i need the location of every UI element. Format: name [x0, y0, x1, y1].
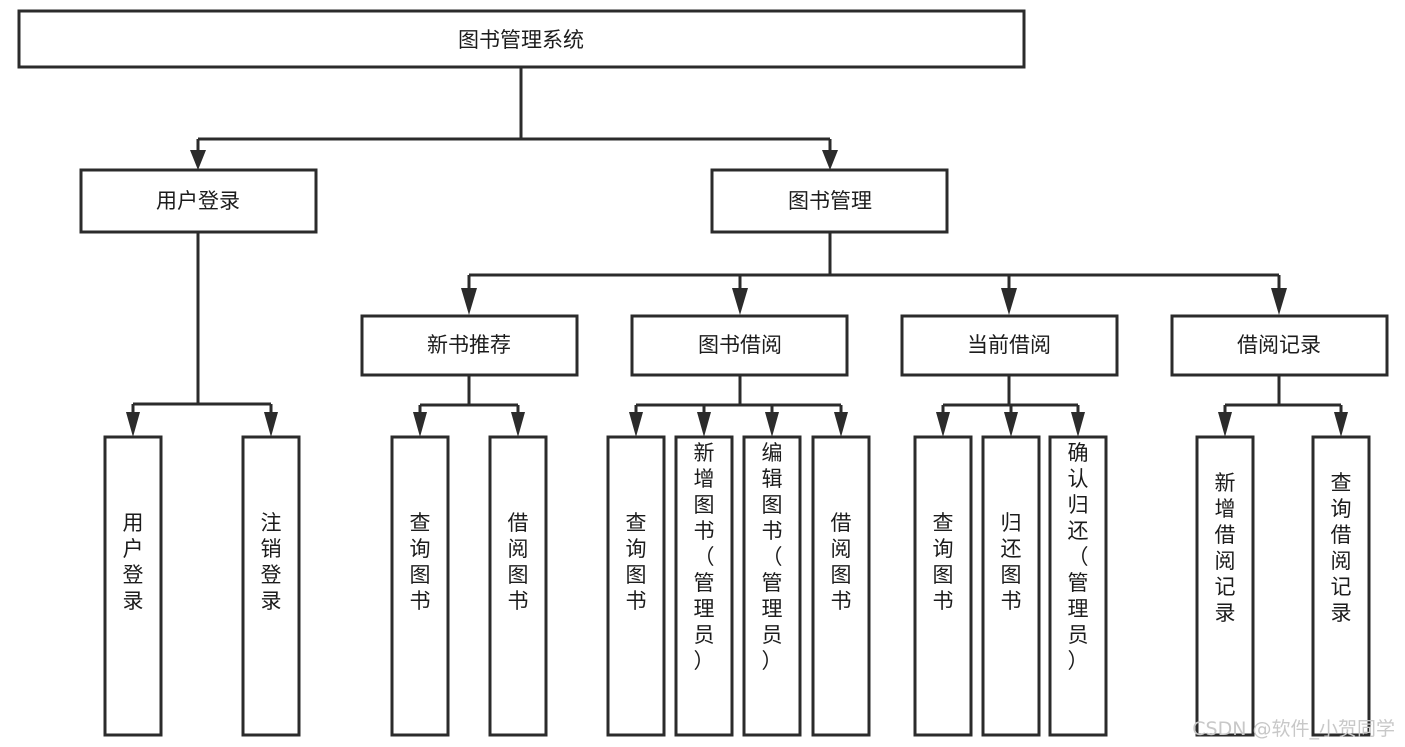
node-current-box[interactable]: [900, 314, 1119, 377]
node-leaf1-box[interactable]: [103, 435, 163, 737]
node-leaf7[interactable]: 编辑图书（管理员）: [742, 435, 802, 737]
node-leaf12-label: 新增借阅记录: [1215, 471, 1236, 625]
node-leaf12[interactable]: 新增借阅记录: [1195, 435, 1255, 737]
arrow-records-leaf13: [1334, 412, 1348, 437]
node-bookmgmt[interactable]: 图书管理: [710, 168, 949, 234]
node-leaf9-label: 查询图书: [933, 511, 954, 613]
arrow-borrow-leaf7: [765, 412, 779, 437]
node-current[interactable]: 当前借阅: [900, 314, 1119, 377]
node-root-label: 图书管理系统: [458, 28, 584, 52]
arrow-newbook-leaf3: [413, 412, 427, 437]
arrow-bm-records: [1271, 288, 1287, 315]
arrow-current-leaf10: [1004, 412, 1018, 437]
arrow-borrow-leaf6: [697, 412, 711, 437]
node-login-box[interactable]: [79, 168, 318, 234]
node-borrow[interactable]: 图书借阅: [630, 314, 849, 377]
watermark-text: CSDN @软件_小贺同学: [1192, 718, 1395, 740]
node-current-label: 当前借阅: [967, 333, 1051, 357]
arrow-login-leaf2: [264, 412, 278, 437]
arrow-root-to-login: [190, 150, 206, 170]
node-leaf4-box[interactable]: [488, 435, 548, 737]
arrow-root-to-bookmgmt: [822, 150, 838, 170]
node-leaf1[interactable]: 用户登录: [103, 435, 163, 737]
node-leaf8-label: 借阅图书: [831, 511, 852, 613]
node-borrow-label: 图书借阅: [698, 333, 782, 357]
node-borrow-box[interactable]: [630, 314, 849, 377]
node-leaf8[interactable]: 借阅图书: [811, 435, 871, 737]
node-leaf2-box[interactable]: [241, 435, 301, 737]
node-leaf6-label: 新增图书（管理员）: [694, 441, 715, 673]
node-leaf11-box[interactable]: [1048, 435, 1108, 737]
node-leaf13-label: 查询借阅记录: [1331, 471, 1352, 625]
node-leaf9-box[interactable]: [913, 435, 973, 737]
node-leaf11[interactable]: 确认归还（管理员）: [1048, 435, 1108, 737]
node-leaf9[interactable]: 查询图书: [913, 435, 973, 737]
node-leaf3-box[interactable]: [390, 435, 450, 737]
node-leaf4[interactable]: 借阅图书: [488, 435, 548, 737]
node-leaf11-label: 确认归还（管理员）: [1068, 441, 1089, 673]
arrow-current-leaf11: [1071, 412, 1085, 437]
arrow-bm-borrow: [732, 288, 748, 315]
edge-layer: [126, 67, 1348, 437]
node-login-label: 用户登录: [156, 189, 240, 213]
node-records[interactable]: 借阅记录: [1170, 314, 1389, 377]
node-root[interactable]: 图书管理系统: [17, 9, 1026, 69]
node-leaf6-box[interactable]: [674, 435, 734, 737]
arrow-login-leaf1: [126, 412, 140, 437]
node-leaf1-label: 用户登录: [123, 511, 144, 613]
node-leaf13[interactable]: 查询借阅记录: [1311, 435, 1371, 737]
node-leaf10-label: 归还图书: [1001, 511, 1022, 613]
node-leaf13-box[interactable]: [1311, 435, 1371, 737]
node-leaf10-box[interactable]: [981, 435, 1041, 737]
node-leaf4-label: 借阅图书: [508, 511, 529, 613]
node-records-label: 借阅记录: [1237, 333, 1321, 357]
node-records-box[interactable]: [1170, 314, 1389, 377]
node-leaf3[interactable]: 查询图书: [390, 435, 450, 737]
node-leaf5-box[interactable]: [606, 435, 666, 737]
arrow-borrow-leaf5: [629, 412, 643, 437]
arrow-bm-newbook: [461, 288, 477, 315]
arrow-current-leaf9: [936, 412, 950, 437]
arrow-newbook-leaf4: [511, 412, 525, 437]
node-newbook-box[interactable]: [360, 314, 579, 377]
node-leaf7-label: 编辑图书（管理员）: [762, 441, 783, 673]
node-leaf5[interactable]: 查询图书: [606, 435, 666, 737]
node-leaf2[interactable]: 注销登录: [241, 435, 301, 737]
node-newbook[interactable]: 新书推荐: [360, 314, 579, 377]
node-bookmgmt-box[interactable]: [710, 168, 949, 234]
node-leaf8-box[interactable]: [811, 435, 871, 737]
node-leaf3-label: 查询图书: [410, 511, 431, 613]
arrow-borrow-leaf8: [834, 412, 848, 437]
node-bookmgmt-label: 图书管理: [788, 189, 872, 213]
arrow-bm-current: [1001, 288, 1017, 315]
node-leaf5-label: 查询图书: [626, 511, 647, 613]
node-login[interactable]: 用户登录: [79, 168, 318, 234]
node-leaf2-label: 注销登录: [261, 511, 282, 613]
node-leaf12-box[interactable]: [1195, 435, 1255, 737]
node-leaf7-box[interactable]: [742, 435, 802, 737]
arrow-records-leaf12: [1218, 412, 1232, 437]
node-root-box[interactable]: [17, 9, 1026, 69]
node-leaf10[interactable]: 归还图书: [981, 435, 1041, 737]
node-leaf6[interactable]: 新增图书（管理员）: [674, 435, 734, 737]
node-newbook-label: 新书推荐: [427, 333, 511, 357]
